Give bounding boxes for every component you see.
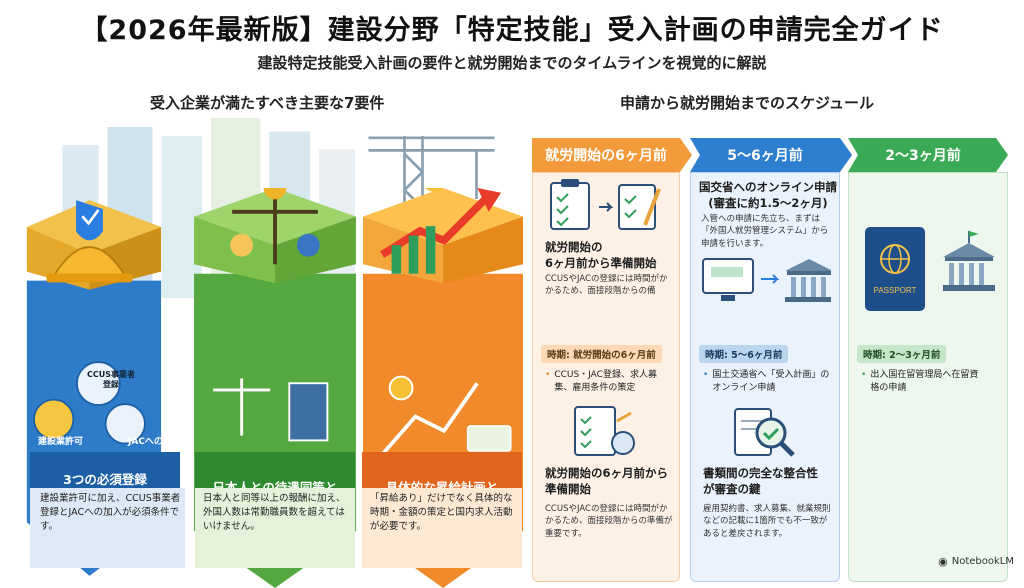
col2-bullet: • 国土交通省へ「受入計画」のオンライン申請 [703,369,831,395]
bullet-dot: • [545,370,551,380]
requirements-heading: 受入企業が満たすべき主要な7要件 [150,94,385,112]
online-application-icon [702,258,831,302]
page-subtitle: 建設特定技能受入計画の要件と就労開始までのタイムラインを視覚的に解説 [257,54,767,72]
timeline-col-2-3-months: 2〜3ヶ月前 PASSPORT 時期: 2〜3ヶ月前 • 出入国在留管理局へ在留… [848,138,1008,588]
col3-bullet-text: 出入国在留管理局へ在留資格の申請 [870,370,979,394]
passport-icon: PASSPORT [865,227,995,311]
bullet-dot: • [703,370,709,380]
col1-heading-2: 就労開始の6ヶ月前から 準備開始 [545,466,669,497]
tab-arrow-1 [532,138,692,172]
ccus-label: CCUS事業者登録 [87,370,135,389]
col3-when: 時期: 2〜3ヶ月前 [857,345,947,363]
col2-when: 時期: 5〜6ヶ月前 [699,345,789,363]
license-label: 建設業許可 [38,437,84,447]
requirements-illustration: CCUS事業者登録 建設業許可 JACへの加入 [0,118,530,588]
timeline-col-6-months: 就労開始の6ヶ月前 就労開始の 6ヶ月前から準備開始 CCUSやJACの登録には… [532,138,692,588]
pillar-1-desc-panel [30,488,185,568]
col2-note: 入管への申請に先立ち、まずは「外国人就労管理システム」から申請を行います。 [701,214,829,249]
logo-text: NotebookLM [951,556,1014,567]
notebooklm-icon: ◉ [938,555,948,568]
page-title: 【2026年最新版】建設分野「特定技能」受入計画の申請完全ガイド [80,15,944,46]
pillar-2-desc-panel [195,488,355,568]
tab-arrow-2 [690,138,852,172]
checklist-icon [550,179,661,230]
schedule-heading: 申請から就労開始までのスケジュール [620,94,874,112]
col1-bullet: • CCUS・JAC登録、求人募集、雇用条件の策定 [545,369,673,395]
notebooklm-logo: ◉ NotebookLM [938,555,1014,568]
col2-body: 国交省へのオンライン申請 (審査に約1.5〜2ヶ月) 入管への申請に先立ち、まず… [690,172,840,582]
col2-heading-2: 書類間の完全な整合性 が審査の鍵 [703,466,818,497]
col1-note: CCUSやJACの登録には時間がかかるため、面接段階からの備 [545,274,668,297]
col1-when: 時期: 就労開始の6ヶ月前 [541,345,662,363]
col2-note-2: 雇用契約書、求人募集、就業規則などの記載に1箇所でも不一致があると差戻されます。 [703,504,831,539]
col1-body: 就労開始の 6ヶ月前から準備開始 CCUSやJACの登録には時間がかかるため、面… [532,172,680,582]
col1-bullet-text: CCUS・JAC登録、求人募集、雇用条件の策定 [554,370,657,394]
bullet-dot: • [861,370,867,380]
pillar-2-desc: 日本人と同等以上の報酬に加え、外国人数は常勤職員数を超えてはいけません。 [203,493,346,532]
tab-arrow-3 [848,138,1008,172]
document-magnifier-icon [734,408,795,457]
pillar-3-desc: 「昇給あり」だけでなく具体的な時期・金額の策定と国内求人活動が必要です。 [370,493,513,532]
tab-6-months: 就労開始の6ヶ月前 [545,148,667,164]
pillar-1-desc: 建設業許可に加え、CCUS事業者登録とJACへの加入が必須条件です。 [40,493,181,532]
passport-text: PASSPORT [874,286,917,295]
tab-2-3-months: 2〜3ヶ月前 [885,148,961,164]
timeline-col-5-6-months: 5〜6ヶ月前 国交省へのオンライン申請 (審査に約1.5〜2ヶ月) 入管への申請… [690,138,852,588]
col3-body: PASSPORT 時期: 2〜3ヶ月前 • 出入国在留管理局へ在留資格の申請 [848,172,1008,582]
col1-heading: 就労開始の 6ヶ月前から準備開始 [545,240,657,271]
document-check-icon [574,406,635,456]
tab-5-6-months: 5〜6ヶ月前 [727,148,803,164]
pillar-3-desc-panel [362,488,522,568]
col1-note-2: CCUSやJACの登録には時間がかかるため、面接段階からの準備が重要です。 [545,504,673,539]
col3-bullet: • 出入国在留管理局へ在留資格の申請 [861,369,981,395]
col2-bullet-text: 国土交通省へ「受入計画」のオンライン申請 [712,370,830,394]
col2-heading: 国交省へのオンライン申請 (審査に約1.5〜2ヶ月) [699,180,837,211]
jac-label: JACへの加入 [128,437,181,447]
